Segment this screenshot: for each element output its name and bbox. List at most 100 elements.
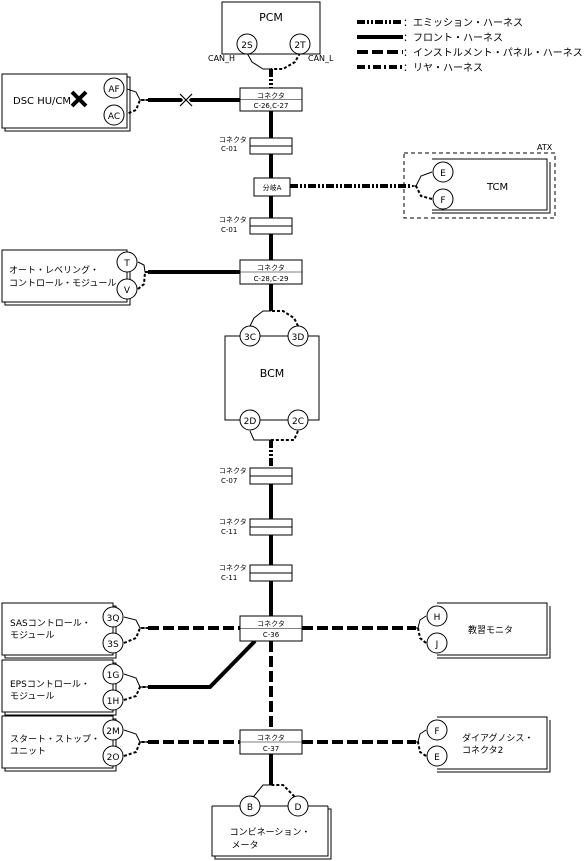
stub-bcm-3d: [271, 310, 299, 327]
olc-label-1: オート・レベリング・: [9, 264, 99, 276]
branch-a: 分岐A: [253, 177, 291, 197]
tcm-box-shadow: [432, 162, 551, 214]
connector-c01-b: コネクタ C-01: [219, 215, 293, 235]
connector-c01b-label-2: C-01: [221, 226, 237, 234]
sas-pin-3s-label: 3S: [107, 640, 119, 650]
dlc-label-1: ダイアグノシス・: [462, 732, 533, 744]
legend: ：エミッション・ハーネス ：フロント・ハーネス ：インストルメント・パネル・ハー…: [357, 17, 583, 74]
meter-box-shadow: [214, 808, 332, 860]
stub-bcm-2c: [271, 430, 299, 441]
connector-c37: コネクタ C-37: [239, 729, 303, 755]
pcm-label: PCM: [259, 11, 283, 24]
meter-module: コンビネーション・ メータ B D: [211, 795, 332, 860]
wire-eps-c36: [148, 639, 257, 689]
bcm-pin-2c: [287, 409, 309, 431]
stub-olc-v: [137, 271, 148, 290]
eps-module: EPSコントロール・ モジュール 1G 1H: [1, 659, 124, 716]
connector-c36-label-1: コネクタ: [257, 619, 285, 628]
ssu-pin-2m: [102, 719, 124, 741]
dlc-pin-f-label: F: [434, 727, 439, 737]
connector-c07-label-1: コネクタ: [219, 466, 247, 475]
stub-dsc-ac: [123, 99, 148, 116]
tcm-pin-f: [432, 188, 454, 210]
connector-c36-label-2: C-36: [263, 631, 280, 639]
connector-c37-label-1: コネクタ: [257, 733, 285, 742]
stub-mon-j: [416, 627, 427, 644]
sas-label-2: モジュール: [10, 631, 54, 641]
tcm-pin-f-label: F: [440, 196, 445, 206]
meter-pin-d-label: D: [295, 803, 302, 813]
dsc-pin-af: [103, 77, 125, 99]
stub-pcm-2s: [246, 52, 271, 70]
legend-front-label: ：フロント・ハーネス: [403, 32, 503, 44]
dlc-box-shadow: [437, 720, 551, 773]
meter-label-1: コンビネーション・: [230, 827, 311, 838]
stub-olc-t: [137, 261, 148, 273]
atx-group-label: ATX: [537, 143, 553, 152]
dlc-pin-f: [426, 719, 448, 741]
pcm-pin-2t-label: 2T: [294, 41, 306, 51]
connector-c36: コネクタ C-36: [239, 615, 303, 642]
eps-box: [1, 659, 114, 713]
connector-c26-label-2: C-26,C-27: [254, 102, 289, 110]
legend-instrument-label: ：インストルメント・パネル・ハーネス: [403, 47, 583, 59]
connector-c01b-label-1: コネクタ: [219, 215, 247, 224]
connector-c07: コネクタ C-07: [219, 466, 293, 485]
bcm-pin-2d-label: 2D: [244, 417, 257, 427]
stub-sas-3s: [123, 627, 148, 644]
bcm-pin-2c-label: 2C: [292, 417, 304, 427]
branch-a-label: 分岐A: [263, 183, 282, 192]
monitor-box: [437, 602, 548, 656]
dsc-pin-ac-label: AC: [108, 112, 120, 122]
tcm-label: TCM: [486, 182, 508, 193]
pcm-can-l-label: CAN_L: [308, 54, 334, 63]
sas-box: [1, 602, 114, 656]
pcm-pin-2s: [236, 33, 258, 55]
connector-c01-a: コネクタ C-01: [219, 135, 293, 155]
legend-emission-label: ：エミッション・ハーネス: [403, 17, 523, 29]
olc-box: [1, 249, 128, 303]
pcm-pin-2t: [289, 33, 311, 55]
tcm-pin-e-label: E: [440, 169, 446, 179]
atx-group-outline: [403, 152, 556, 219]
meter-pin-d: [287, 795, 309, 817]
bcm-pin-2d: [239, 409, 261, 431]
eps-label-2: モジュール: [10, 692, 54, 702]
meter-pin-b-label: B: [247, 803, 253, 813]
wires: [123, 52, 433, 807]
olc-module: オート・レベリング・ コントロール・モジュール T V: [1, 249, 138, 306]
ssu-label-1: スタート・ストップ・: [10, 734, 100, 745]
stub-tcm-e: [412, 171, 433, 187]
olc-label-2: コントロール・モジュール: [9, 279, 116, 289]
connector-c26-label-1: コネクタ: [257, 91, 285, 100]
connector-c28-label-2: C-28,C-29: [254, 275, 289, 283]
bcm-box: [224, 335, 320, 421]
tcm-pin-e: [432, 161, 454, 183]
branch-a-box: [253, 177, 291, 197]
connector-c37-label-2: C-37: [263, 745, 279, 753]
meter-label-2: メータ: [231, 840, 258, 851]
sas-module: SASコントロール・ モジュール 3Q 3S: [1, 602, 124, 659]
connector-c11a-label-2: C-11: [221, 528, 237, 536]
connector-c11a-label-1: コネクタ: [219, 517, 247, 526]
stub-pcm-2t: [271, 52, 301, 70]
pcm-module: PCM 2S 2T CAN_H CAN_L: [208, 1, 334, 63]
connector-c11-a: コネクタ C-11: [219, 517, 293, 536]
connector-c07-label-2: C-07: [221, 477, 237, 485]
olc-pin-v-label: V: [124, 286, 131, 296]
eps-label-1: EPSコントロール・: [10, 680, 90, 690]
dsc-module: DSC HU/CM AF AC: [1, 73, 194, 132]
monitor-pin-h-label: H: [434, 613, 441, 623]
bcm-module: BCM 3C 3D 2D 2C: [224, 325, 320, 431]
ssu-pin-2m-label: 2M: [106, 727, 120, 737]
ssu-box: [1, 715, 114, 769]
tcm-module: ATX TCM E F: [403, 143, 556, 219]
bcm-label: BCM: [260, 367, 285, 380]
monitor-box-shadow: [437, 606, 551, 659]
ssu-pin-2o-label: 2O: [107, 753, 120, 763]
dlc-box: [437, 716, 548, 770]
connector-c01a-label-2: C-01: [221, 145, 237, 153]
connector-c11-b: コネクタ C-11: [219, 563, 293, 582]
eps-pin-1h: [102, 689, 124, 711]
